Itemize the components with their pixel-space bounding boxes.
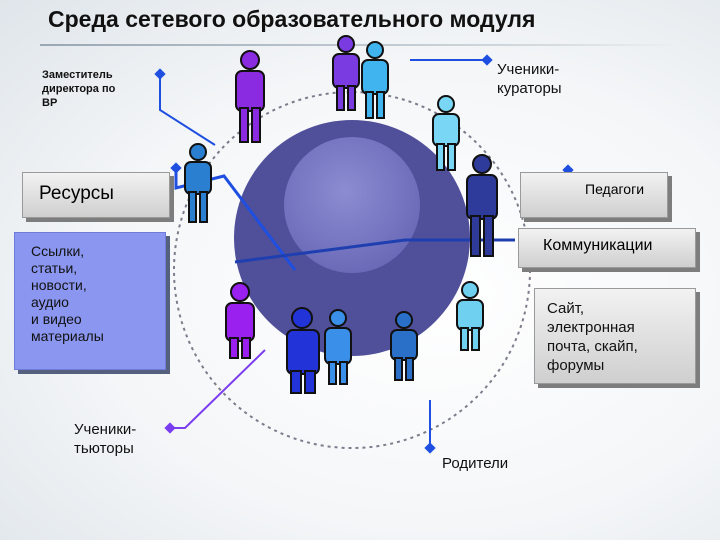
line-deputy <box>159 75 216 146</box>
title-divider <box>40 44 680 46</box>
label-curators: Ученики- кураторы <box>497 61 562 97</box>
people-figures <box>184 35 498 394</box>
person-figure <box>184 143 212 223</box>
communications-box: Коммуникации <box>518 228 696 268</box>
person-figure <box>225 282 255 359</box>
communications-list-box: Сайт, электронная почта, скайп, форумы <box>534 288 696 384</box>
person-figure <box>235 50 265 143</box>
person-figure <box>466 154 498 257</box>
teachers-box: Педагоги <box>520 172 668 218</box>
page-title: Среда сетевого образовательного модуля <box>48 6 536 32</box>
label-deputy-director: Заместитель директора по ВР <box>42 69 116 109</box>
person-figure <box>361 41 389 119</box>
person-figure <box>390 311 418 381</box>
inner-circle <box>284 137 420 273</box>
resources-list-box: Ссылки, статьи, новости, аудио и видео м… <box>14 232 166 370</box>
person-figure <box>332 35 360 111</box>
label-parents: Родители <box>442 455 509 472</box>
network-ring <box>173 91 531 449</box>
person-figure <box>286 307 320 394</box>
label-tutors: Ученики- тьюторы <box>74 421 137 457</box>
person-figure <box>456 281 484 351</box>
person-figure <box>324 309 352 385</box>
resources-box: Ресурсы <box>22 172 170 218</box>
person-figure <box>432 95 460 171</box>
